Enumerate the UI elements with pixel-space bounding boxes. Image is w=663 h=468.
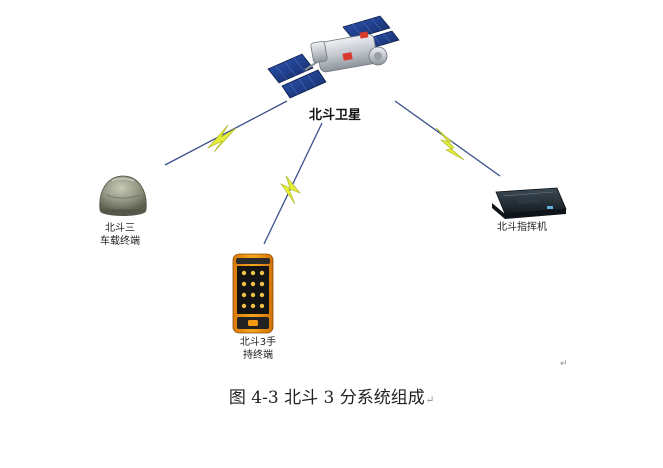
handheld-terminal-label: 北斗3手 持终端 (218, 336, 298, 362)
paragraph-mark: ↵ (560, 359, 568, 369)
vehicle-terminal-label: 北斗三 车载终端 (80, 222, 160, 248)
command-machine-label: 北斗指挥机 (497, 222, 547, 233)
lightning-icon (207, 124, 237, 153)
figure-caption-text: 图 4-3 北斗 3 分系统组成 (228, 388, 425, 408)
vehicle-terminal-label-line-1: 北斗三 (105, 223, 135, 234)
command-machine-icon (492, 187, 567, 219)
satellite-icon (267, 15, 400, 99)
lightning-icon (435, 127, 465, 161)
handheld-terminal-label-line-2: 持终端 (243, 350, 273, 361)
link-vehicle (164, 100, 288, 166)
link-handheld (263, 122, 323, 245)
link-command (394, 100, 501, 177)
handheld-terminal-icon (232, 253, 274, 334)
caption-paragraph-mark: ↵ (425, 395, 435, 406)
vehicle-terminal-icon (99, 175, 147, 216)
lightning-icon (280, 175, 301, 205)
vehicle-terminal-label-line-2: 车载终端 (100, 236, 140, 247)
figure-caption: 图 4-3 北斗 3 分系统组成↵ (0, 383, 663, 408)
satellite-label: 北斗卫星 (308, 108, 361, 123)
handheld-terminal-label-line-1: 北斗3手 (239, 337, 277, 348)
